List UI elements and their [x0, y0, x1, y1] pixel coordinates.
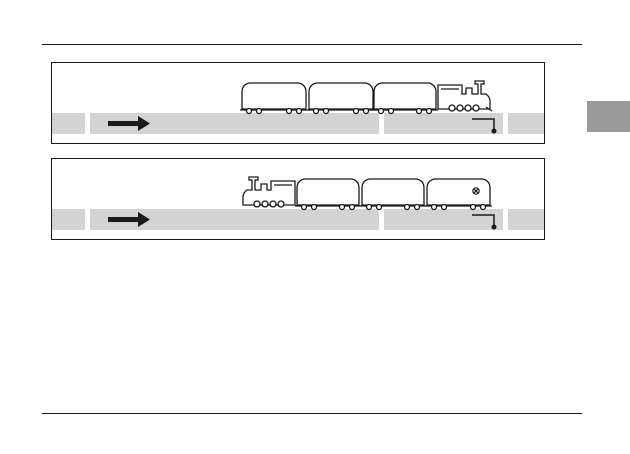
track-segment [384, 209, 503, 230]
freight-car-icon [425, 179, 492, 210]
steam-locomotive-icon [438, 81, 492, 111]
track-segment [52, 113, 85, 134]
chapter-tab [587, 101, 630, 132]
footer-rule [42, 413, 582, 414]
freight-car-icon [307, 83, 375, 114]
track-segment [384, 113, 503, 134]
track-segment [508, 113, 545, 134]
freight-car-icon [240, 83, 308, 114]
car-marker-icon [473, 188, 479, 194]
header-rule [42, 44, 582, 45]
track-segment [52, 209, 85, 230]
freight-car-icon [360, 179, 426, 210]
freight-car-icon [372, 83, 438, 114]
freight-car-icon [295, 179, 361, 210]
figure-train-loco-rear [51, 158, 545, 240]
track-segment [508, 209, 545, 230]
steam-locomotive-icon [243, 177, 295, 207]
figure-train-loco-front [51, 62, 545, 144]
